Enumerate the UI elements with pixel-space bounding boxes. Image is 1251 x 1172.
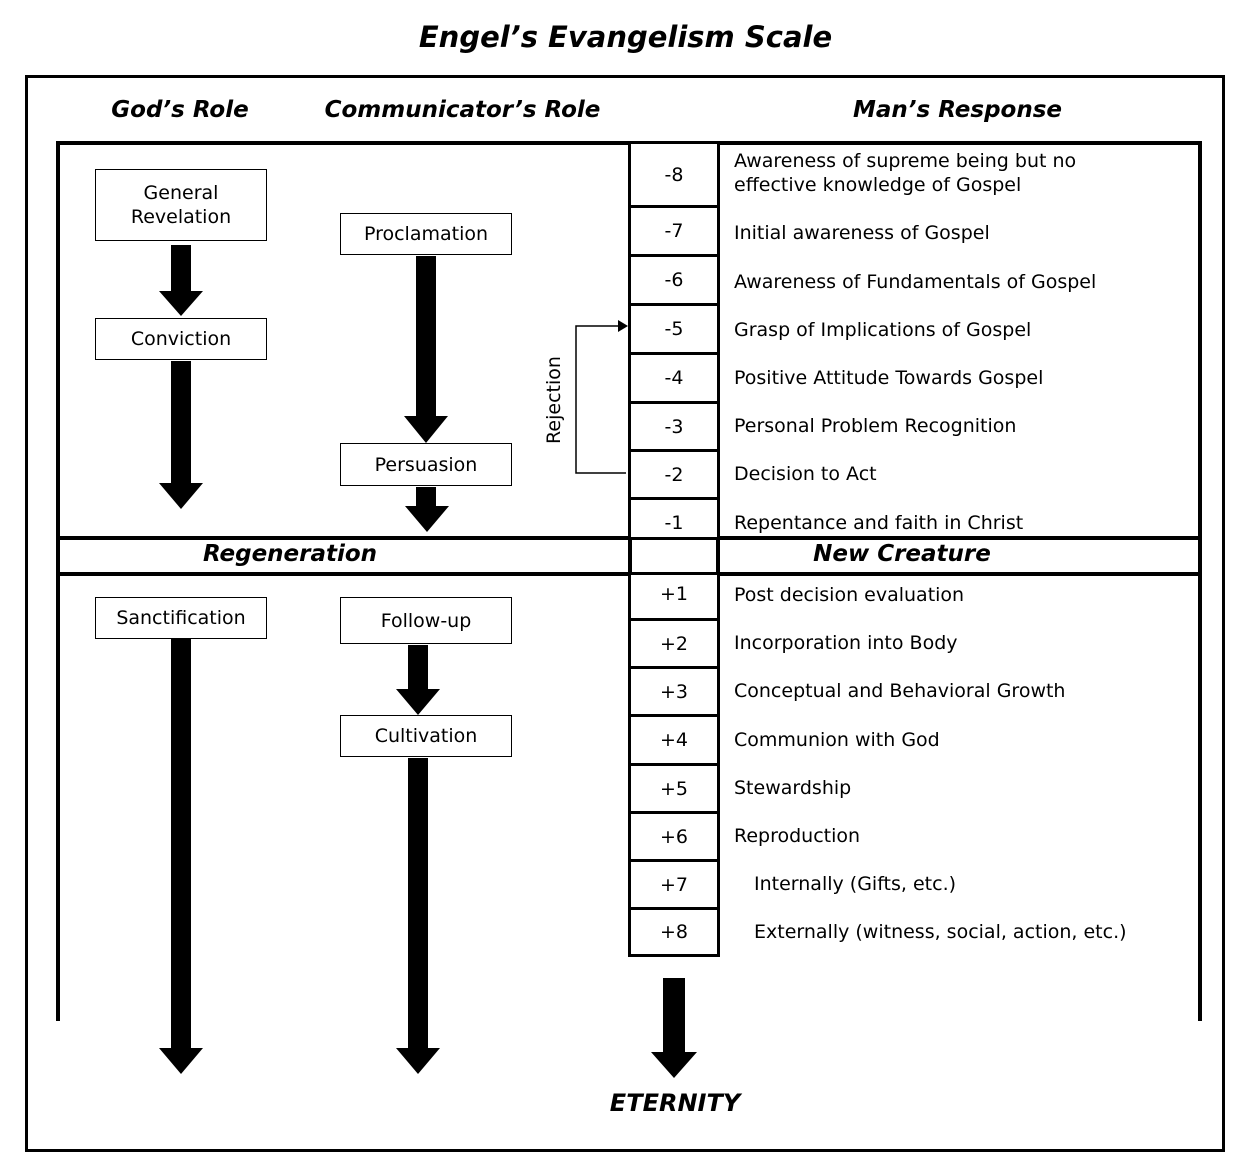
scale-cell: +5 (628, 763, 720, 814)
response-text: Repentance and faith in Christ (734, 512, 1024, 534)
heading-communicators-role: Communicator’s Role (324, 97, 601, 123)
response-text: Decision to Act (734, 463, 877, 485)
sanctification-box: Sanctification (95, 597, 267, 639)
new-creature-label: New Creature (813, 541, 991, 567)
heading-gods-role: God’s Role (111, 97, 249, 123)
response-text: Positive Attitude Towards Gospel (734, 367, 1044, 389)
scale-value: -5 (664, 318, 684, 340)
response-text: Reproduction (734, 825, 861, 847)
scale-value: +1 (659, 582, 688, 605)
response-text: Personal Problem Recognition (734, 415, 1017, 437)
response-text: Externally (witness, social, action, etc… (754, 921, 1127, 943)
persuasion-label: Persuasion (374, 453, 478, 476)
response-text: Incorporation into Body (734, 632, 958, 654)
arrow-down-icon (396, 758, 440, 1074)
response-text: Post decision evaluation (734, 584, 965, 606)
arrow-down-icon (159, 638, 203, 1074)
follow-up-box: Follow-up (340, 597, 512, 644)
scale-cell: +4 (628, 714, 720, 766)
regeneration-label: Regeneration (202, 541, 378, 567)
scale-cell: -4 (628, 352, 720, 404)
band-divider-right (716, 536, 720, 576)
eternity-label: ETERNITY (609, 1089, 741, 1117)
conviction-label: Conviction (130, 328, 232, 350)
conviction-box: Conviction (95, 318, 267, 360)
response-text: Initial awareness of Gospel (734, 222, 990, 244)
diagram-frame (25, 75, 1225, 1152)
scale-value: +2 (659, 632, 688, 655)
cultivation-label: Cultivation (374, 725, 478, 747)
scale-value: -2 (664, 463, 684, 486)
arrow-down-icon (404, 256, 448, 443)
response-text: Awareness of supreme being but no effect… (734, 150, 1077, 196)
response-text: Awareness of Fundamentals of Gospel (734, 271, 1097, 293)
follow-up-label: Follow-up (380, 609, 472, 632)
scale-cell: -2 (628, 449, 720, 500)
arrow-down-icon (651, 978, 697, 1078)
response-text: Conceptual and Behavioral Growth (734, 680, 1066, 702)
arrow-down-icon (159, 245, 203, 316)
scale-cell: +8 (628, 907, 720, 957)
proclamation-box: Proclamation (340, 213, 512, 255)
scale-value: +3 (659, 680, 688, 703)
scale-value: +6 (659, 825, 688, 848)
scale-value: +5 (659, 777, 688, 800)
rejection-loop-arrow (575, 325, 626, 474)
sanctification-label: Sanctification (116, 607, 246, 629)
response-text: Stewardship (734, 777, 852, 799)
band-divider-left (628, 536, 632, 576)
response-text: Communion with God (734, 729, 940, 751)
general-revelation-label: General Revelation (130, 182, 232, 228)
arrow-down-icon (159, 361, 203, 509)
scale-value: -8 (664, 163, 684, 186)
arrow-right-icon (618, 320, 628, 332)
response-text: Internally (Gifts, etc.) (754, 873, 957, 895)
general-revelation-box: General Revelation (95, 169, 267, 241)
scale-value: -4 (664, 367, 684, 389)
scale-cell: -5 (628, 303, 720, 355)
scale-cell: -7 (628, 205, 720, 257)
scale-value: +8 (659, 921, 688, 943)
inner-right-line (1198, 141, 1202, 1021)
scale-value: +4 (659, 729, 688, 751)
scale-value: -7 (664, 220, 684, 242)
inner-left-line (56, 141, 60, 1021)
heading-mans-response: Man’s Response (853, 97, 1062, 123)
scale-value: -3 (664, 415, 684, 438)
scale-value: -1 (664, 511, 684, 534)
arrow-down-icon (405, 487, 449, 532)
scale-value: +7 (659, 873, 688, 896)
page-title: Engel’s Evangelism Scale (418, 20, 833, 54)
scale-value: -6 (664, 269, 684, 291)
cultivation-box: Cultivation (340, 715, 512, 757)
arrow-down-icon (396, 645, 440, 715)
persuasion-box: Persuasion (340, 443, 512, 486)
proclamation-label: Proclamation (363, 223, 489, 245)
response-text: Grasp of Implications of Gospel (734, 319, 1032, 341)
scale-cell: -1 (628, 497, 720, 540)
